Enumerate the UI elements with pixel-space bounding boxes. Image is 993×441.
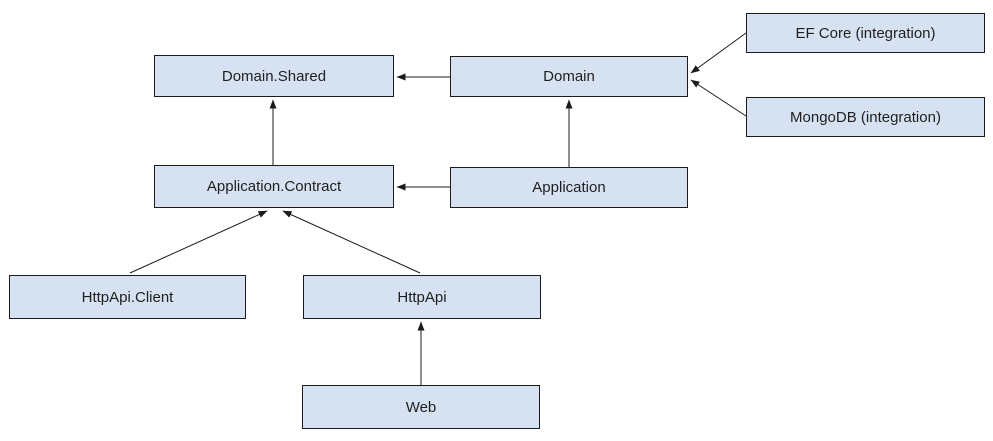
node-httpapi-label: HttpApi [397,288,447,306]
edge-mongodb-to-domain [690,79,747,117]
node-application-contract-label: Application.Contract [206,178,342,195]
node-application-contract: Application.Contract [154,165,394,208]
node-httpapi-client-label: HttpApi.Client [81,288,174,306]
edge-httpapi-client-to-application-contract [129,210,268,274]
node-application-label: Application [532,179,606,196]
node-ef-core-integration-label: EF Core (integration) [795,24,936,42]
node-domain-shared: Domain.Shared [154,55,394,97]
node-ef-core-integration: EF Core (integration) [746,13,985,53]
node-web: Web [302,385,540,429]
node-httpapi-client: HttpApi.Client [9,275,246,319]
node-web-label: Web [405,398,437,416]
node-domain: Domain [450,56,688,97]
node-application: Application [450,167,688,208]
node-domain-shared-label: Domain.Shared [221,67,327,85]
node-mongodb-integration: MongoDB (integration) [746,97,985,137]
node-mongodb-integration-label: MongoDB (integration) [790,108,941,126]
edge-ef-core-to-domain [690,32,747,74]
node-httpapi: HttpApi [303,275,541,319]
edge-httpapi-to-application-contract [282,210,421,274]
node-domain-label: Domain [543,68,595,85]
